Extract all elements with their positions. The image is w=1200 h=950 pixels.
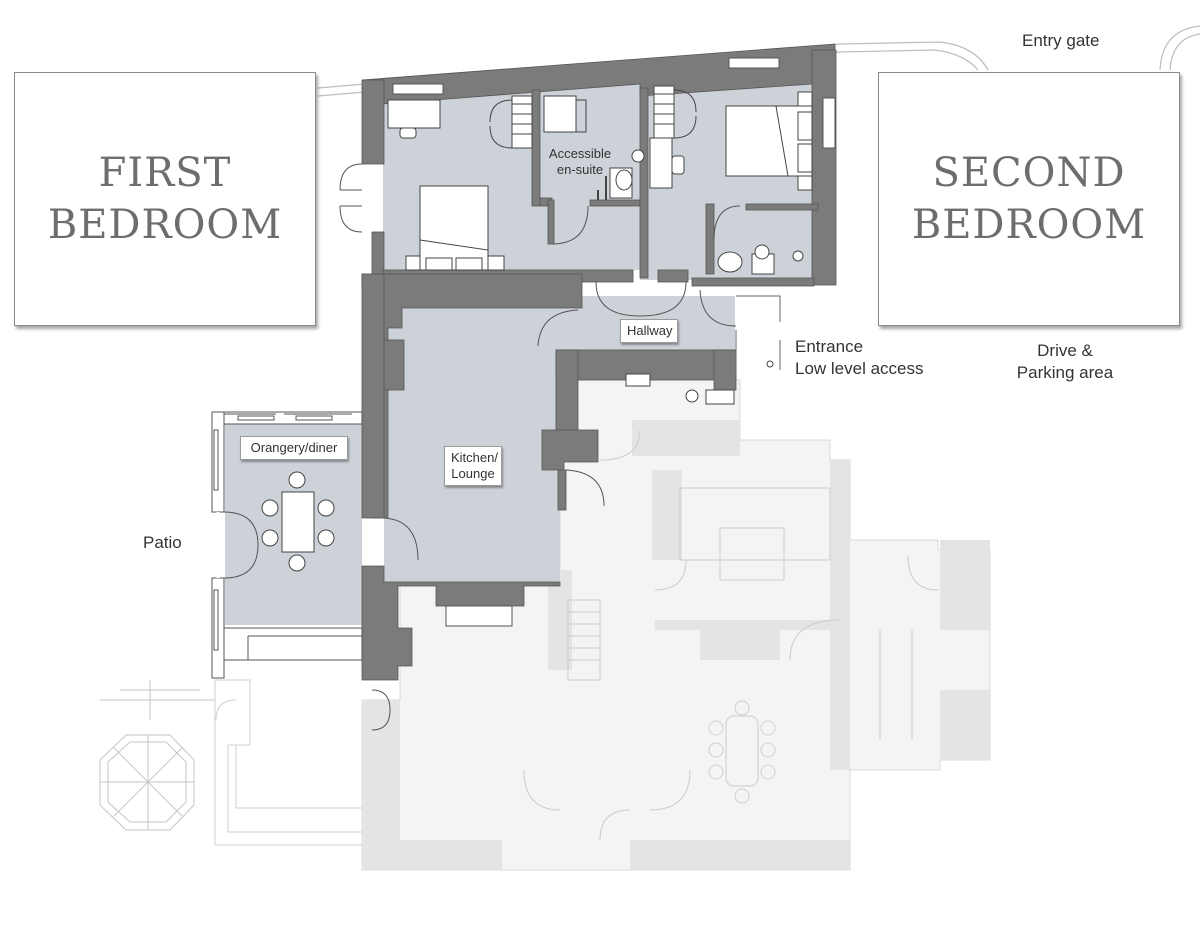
entrance-label: Entrance Low level access bbox=[795, 336, 924, 380]
ensuite-label-line1: Accessible bbox=[548, 146, 612, 161]
second-bedroom-line2: BEDROOM bbox=[911, 202, 1147, 248]
main-house-faded bbox=[361, 379, 991, 871]
apartment-floor bbox=[225, 68, 812, 625]
first-bedroom-callout: FIRST BEDROOM bbox=[14, 72, 316, 326]
entrance-lines bbox=[735, 295, 781, 380]
first-bedroom-line1: FIRST bbox=[98, 150, 232, 196]
entrance-line1: Entrance bbox=[795, 337, 864, 356]
gazebo bbox=[99, 680, 215, 831]
faded-terrace bbox=[214, 679, 362, 846]
ensuite-label-line2: en-suite bbox=[556, 162, 604, 177]
entrance-line2: Low level access bbox=[795, 359, 924, 378]
first-bedroom-line2: BEDROOM bbox=[47, 202, 283, 248]
kitchen-label-line2: Lounge bbox=[451, 466, 495, 481]
ensuite-label: Accessible en-suite bbox=[544, 146, 616, 178]
door-swings bbox=[216, 163, 741, 731]
boundary-wall bbox=[317, 25, 1200, 97]
drive-parking-label: Drive & Parking area bbox=[1006, 340, 1124, 384]
drive-line2: Parking area bbox=[1016, 363, 1114, 382]
kitchen-label-line1: Kitchen/ bbox=[451, 450, 498, 465]
patio-label: Patio bbox=[143, 533, 182, 552]
second-bedroom-line1: SECOND bbox=[932, 150, 1126, 196]
drive-line1: Drive & bbox=[1037, 341, 1093, 360]
second-bedroom-callout: SECOND BEDROOM bbox=[878, 72, 1180, 326]
kitchen-lounge-label: Kitchen/ Lounge bbox=[444, 446, 502, 486]
windows bbox=[213, 57, 836, 651]
hallway-label: Hallway bbox=[620, 319, 678, 343]
orangery-label: Orangery/diner bbox=[240, 436, 348, 460]
furniture bbox=[261, 85, 813, 572]
entry-gate-label: Entry gate bbox=[1022, 31, 1100, 50]
